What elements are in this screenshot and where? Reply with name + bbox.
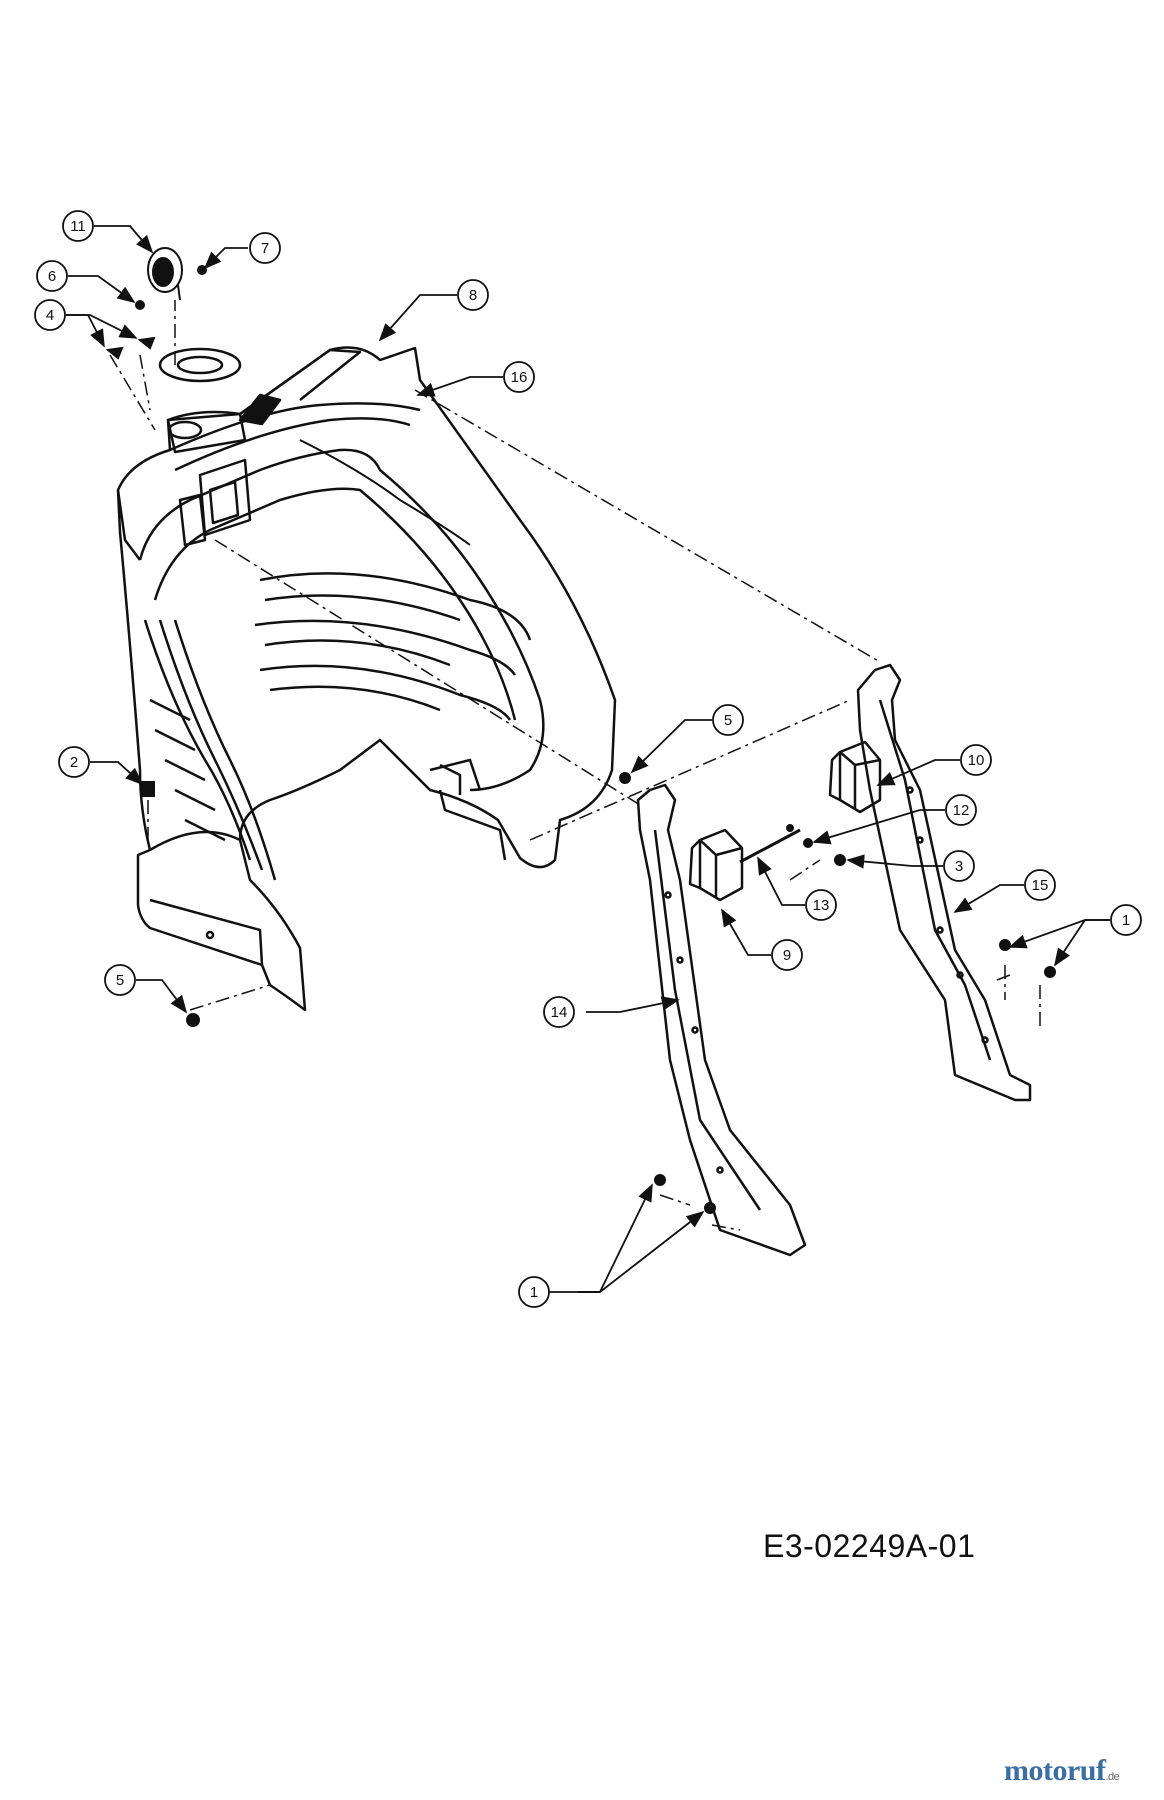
callout-1-right: 1 [1110,904,1142,936]
callout-label: 9 [783,947,791,964]
callout-label: 5 [724,712,732,729]
callout-label: 1 [530,1284,538,1301]
callout-label: 14 [551,1004,568,1021]
hardware [105,247,1056,1214]
mount-block-lower [688,828,744,902]
callout-2: 2 [58,746,90,778]
right-bracket [856,663,1032,1102]
callout-label: 12 [953,802,970,819]
assembly-centre-lines [109,300,1041,1231]
left-bracket [636,783,807,1257]
callout-5-centre: 5 [712,704,744,736]
watermark-logo: motoruf.de [1004,1754,1120,1788]
callout-4: 4 [34,299,66,331]
callout-7: 7 [249,232,281,264]
mount-block-upper [828,740,882,814]
callout-1-lower: 1 [518,1276,550,1308]
callout-8: 8 [457,279,489,311]
callout-label: 10 [968,752,985,769]
callout-label: 5 [116,972,124,989]
callout-label: 1 [1122,912,1130,929]
callout-9: 9 [771,939,803,971]
callout-label: 4 [46,307,54,324]
drawing-reference-code: E3-02249A-01 [763,1528,976,1564]
callout-label: 16 [511,369,528,386]
watermark-suffix: .de [1105,1771,1120,1783]
callout-label: 11 [70,218,86,235]
callout-16: 16 [503,361,535,393]
callout-3: 3 [943,850,975,882]
callout-label: 15 [1032,877,1049,894]
callout-11: 11 [62,210,94,242]
callout-label: 6 [48,268,56,285]
callout-13: 13 [805,889,837,921]
callout-5-left: 5 [104,964,136,996]
watermark-text: motoruf [1004,1754,1106,1787]
callout-group: 11 7 6 4 8 16 5 10 2 12 3 15 13 1 9 5 14… [34,210,1142,1308]
callout-label: 7 [261,240,269,257]
callout-10: 10 [960,744,992,776]
callout-label: 8 [469,287,477,304]
callout-label: 3 [955,858,963,875]
leader-lines [66,225,1110,1293]
callout-12: 12 [945,794,977,826]
callout-label: 13 [813,897,830,914]
callout-label: 2 [70,754,78,771]
callout-14: 14 [543,996,575,1028]
hood-housing [116,346,617,1012]
callout-15: 15 [1024,869,1056,901]
callout-6: 6 [36,260,68,292]
